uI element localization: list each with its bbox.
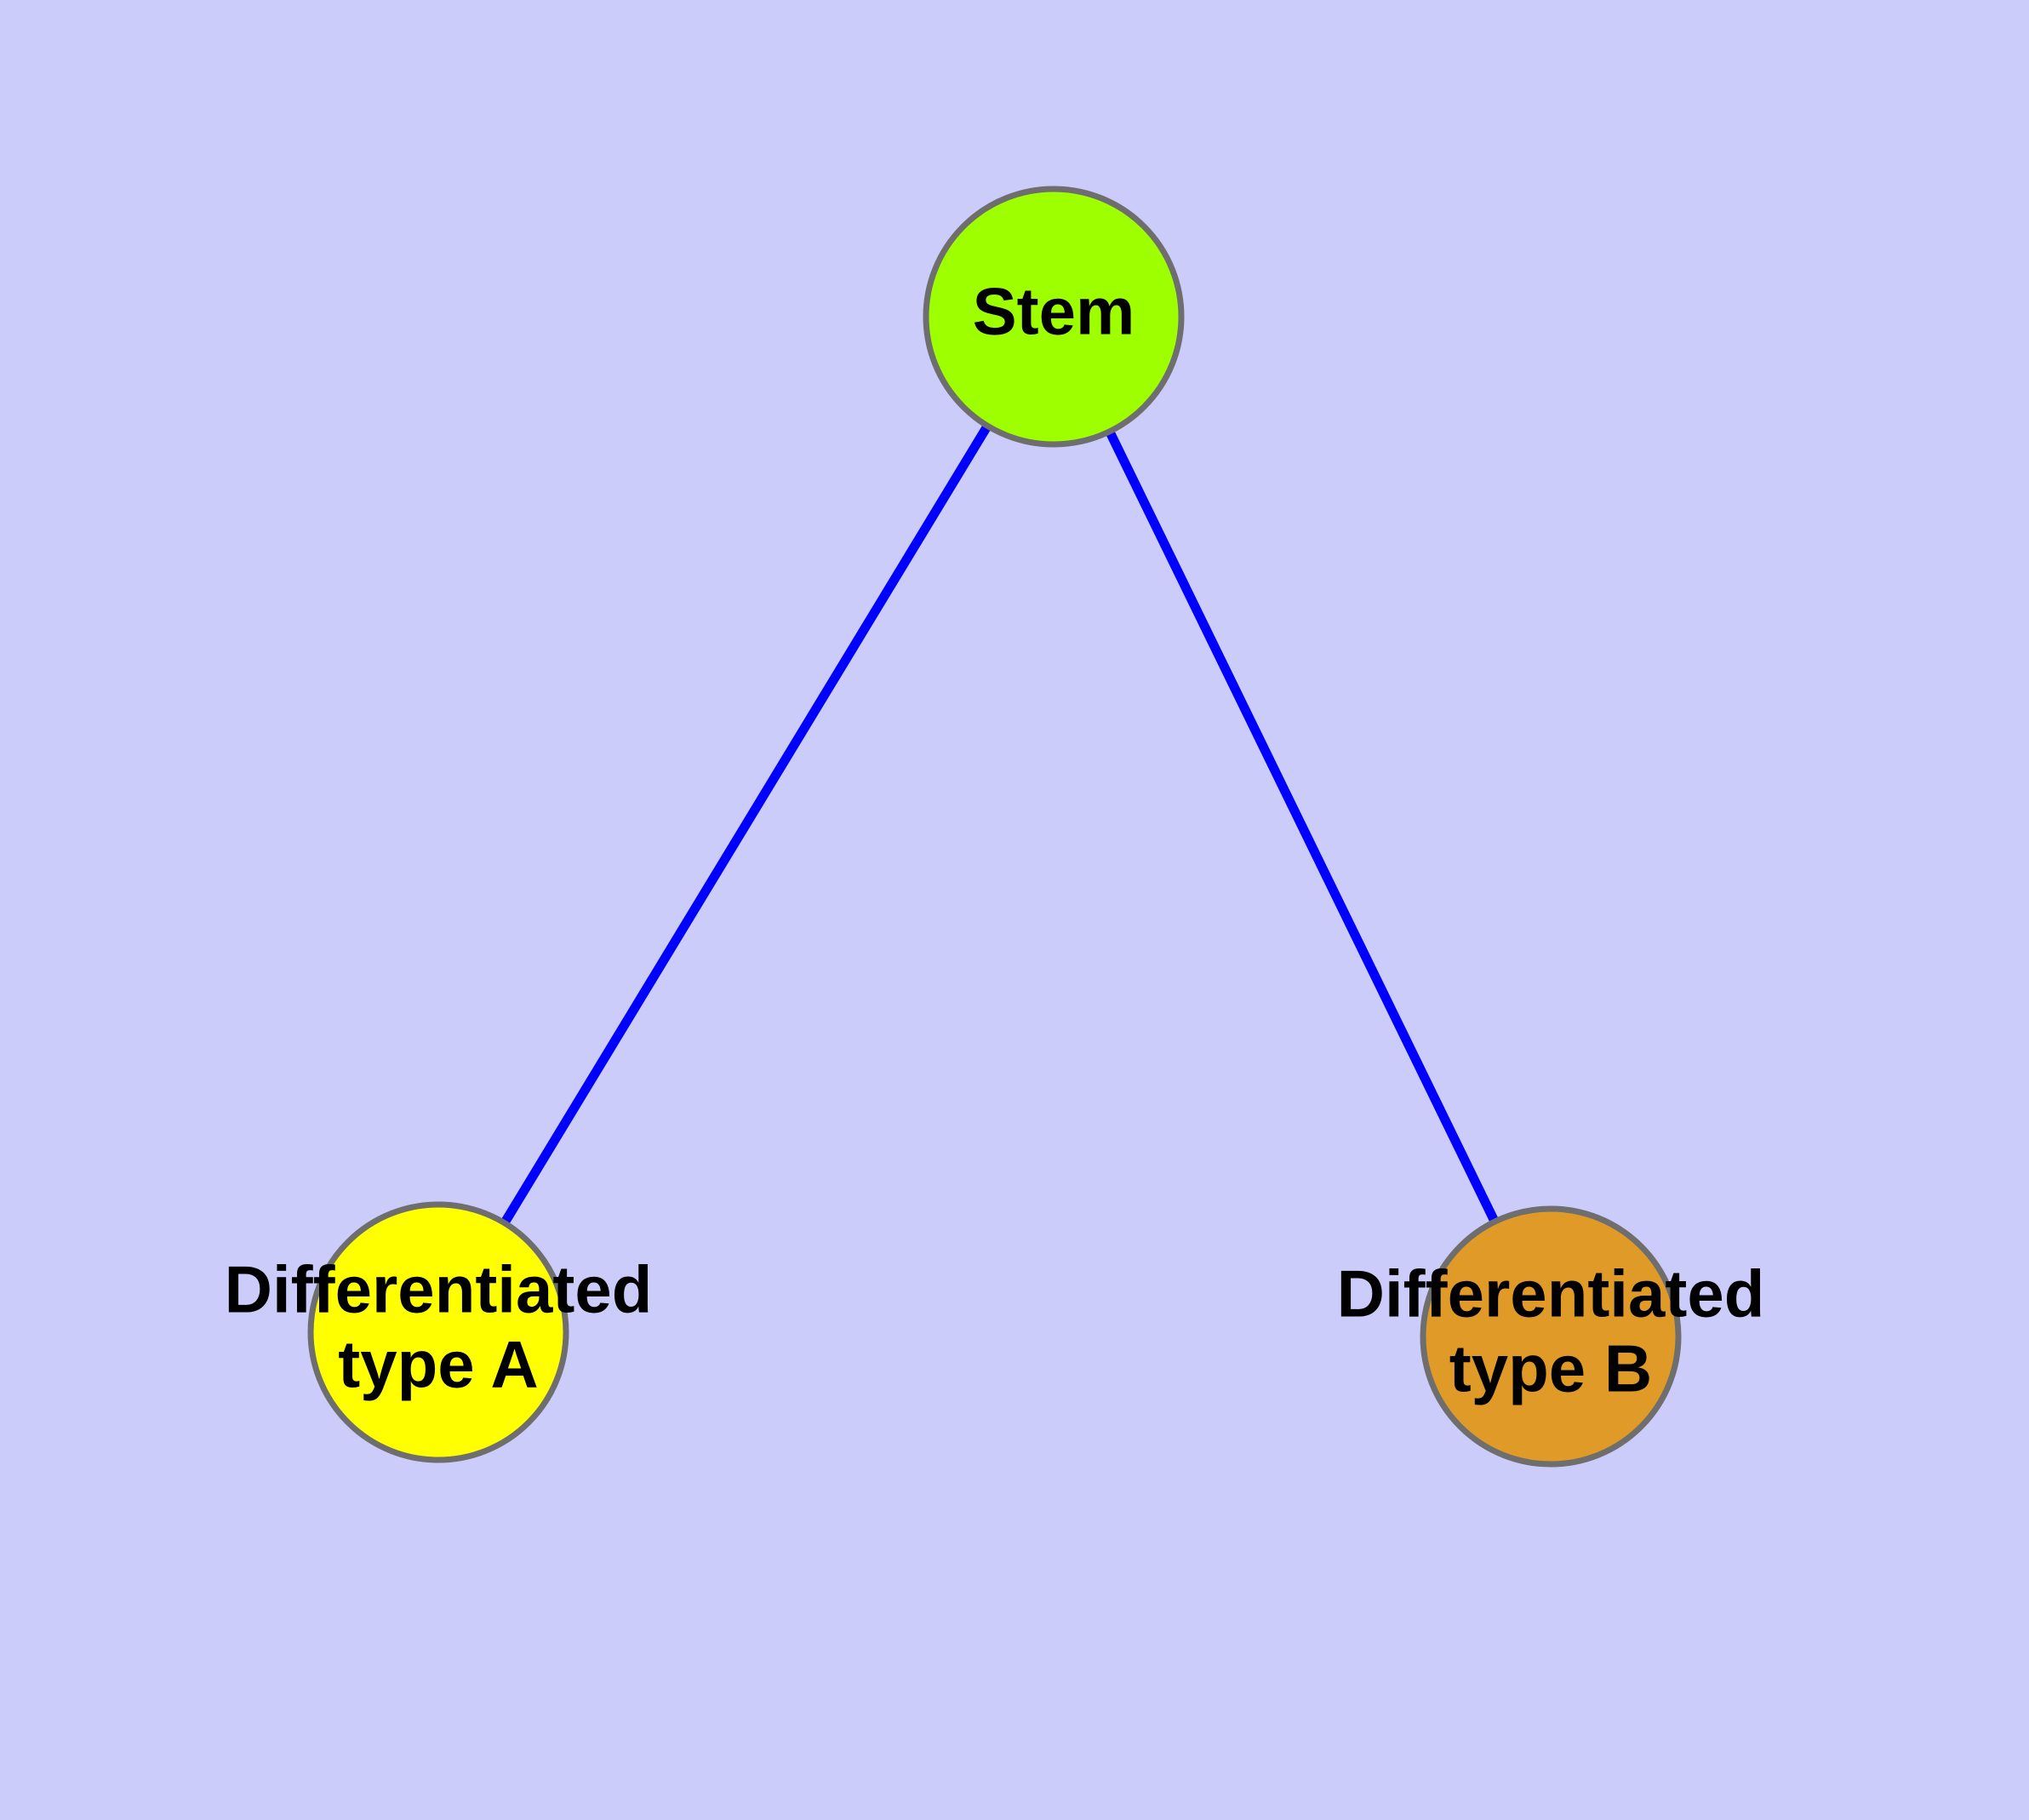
node-label-diff-a-line-0: Differentiated (225, 1252, 653, 1327)
node-circle-stem[interactable] (923, 186, 1185, 448)
node-label-stem-line-0: Stem (973, 274, 1135, 349)
node-label-diff-b-line-0: Differentiated (1337, 1256, 1765, 1331)
node-label-diff-b-line-1: type B (1449, 1331, 1652, 1406)
node-circle-diff-a[interactable] (307, 1201, 569, 1463)
node-circle-diff-b[interactable] (1420, 1205, 1682, 1468)
node-label-diff-a-line-1: type A (338, 1327, 539, 1402)
edges-layer (501, 425, 1498, 1224)
graph-edge-stem-to-diff-b (1106, 432, 1498, 1222)
graph-edge-stem-to-diff-a (501, 425, 991, 1224)
graph-node-stem[interactable]: Stem (923, 186, 1185, 448)
